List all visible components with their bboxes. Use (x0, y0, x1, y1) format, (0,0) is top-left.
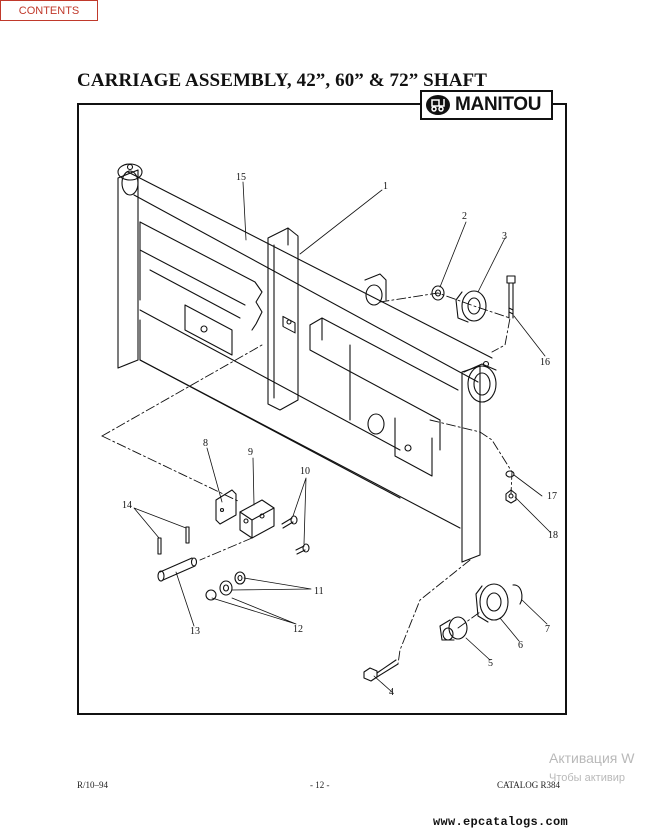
logo-text: MANITOU (455, 94, 542, 115)
footer-catalog: CATALOG R384 (497, 780, 561, 790)
lower-plate (139, 304, 461, 529)
callout-4: 4 (389, 687, 394, 698)
right-upright (461, 360, 497, 563)
callout-1: 1 (383, 181, 388, 192)
callout-5: 5 (488, 658, 493, 669)
pin-13 (157, 557, 198, 582)
bracket-9 (239, 499, 275, 539)
callout-7: 7 (545, 624, 550, 635)
centerlines (101, 292, 513, 665)
callout-18: 18 (548, 530, 558, 541)
plate-8 (215, 489, 237, 525)
callout-14: 14 (122, 500, 132, 511)
washers-11 (219, 571, 246, 596)
contents-button[interactable]: CONTENTS (0, 0, 98, 21)
callout-16: 16 (540, 357, 550, 368)
washer-17 (505, 470, 515, 478)
callout-10: 10 (300, 466, 310, 477)
pins-14 (157, 526, 190, 555)
callout-13: 13 (190, 626, 200, 637)
washer-2 (431, 285, 445, 301)
manitou-logo: MANITOU (420, 90, 553, 120)
upper-plate (139, 221, 263, 331)
screws-10 (281, 515, 310, 555)
activation-watermark-line2: Чтобы активир (549, 772, 625, 784)
bolt-4 (363, 659, 399, 682)
pin-5 (439, 616, 468, 641)
center-mast (267, 227, 299, 411)
bolt-16 (506, 275, 516, 319)
bearing-6 (475, 583, 509, 623)
snap-ring-7 (512, 584, 523, 605)
carriage-shaft (121, 170, 493, 383)
callout-12: 12 (293, 624, 303, 635)
pivot-bosses (364, 273, 387, 435)
callout-15: 15 (236, 172, 246, 183)
callout-9: 9 (248, 447, 253, 458)
left-upright (117, 163, 143, 369)
leader-lines (133, 181, 551, 693)
forklift-icon (426, 95, 450, 115)
footer-page-number: - 12 - (310, 780, 330, 790)
callout-11: 11 (314, 586, 324, 597)
source-url: www.epcatalogs.com (433, 815, 569, 829)
callout-6: 6 (518, 640, 523, 651)
front-plate (309, 317, 459, 477)
footer-revision: R/10–94 (77, 780, 109, 790)
page-title: CARRIAGE ASSEMBLY, 42”, 60” & 72” SHAFT (77, 70, 488, 91)
callout-2: 2 (462, 211, 467, 222)
callout-17: 17 (547, 491, 557, 502)
activation-watermark-line1: Активация W (549, 750, 635, 766)
washer-12 (205, 589, 217, 601)
callout-3: 3 (502, 231, 507, 242)
callout-8: 8 (203, 438, 208, 449)
diagram-frame (77, 103, 567, 715)
bearing-3 (455, 290, 487, 323)
